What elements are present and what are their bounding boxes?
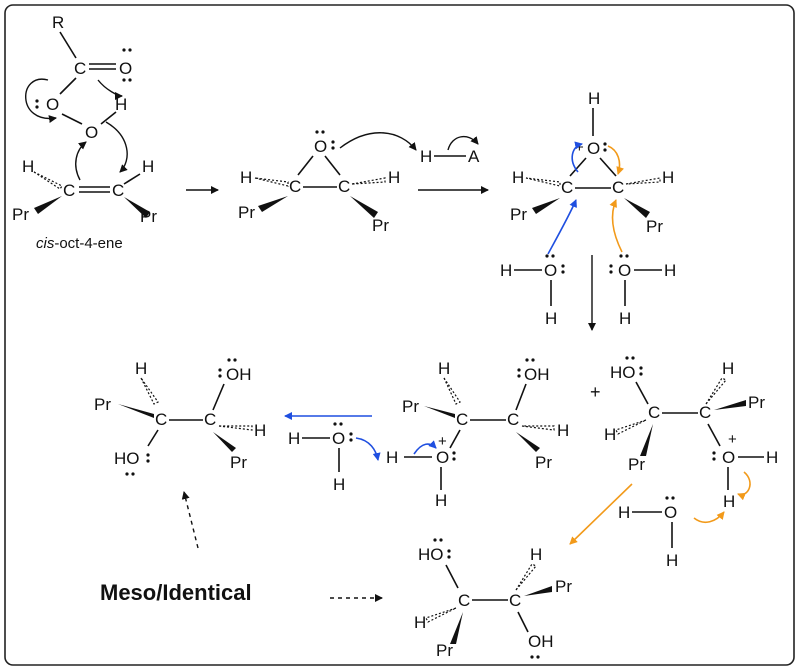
atom-c-prot-left: C (561, 178, 573, 197)
atom-c-prod1-right: C (204, 410, 216, 429)
atom-h-int2-left: H (604, 425, 616, 444)
atom-o-epoxide: O (314, 137, 327, 156)
reactant-name: cis-oct-4-ene (36, 235, 123, 252)
atom-c-int2-left: C (648, 403, 660, 422)
atom-h-int1-o-bottom: H (435, 491, 447, 510)
atom-c-epoxide-right: C (338, 177, 350, 196)
atom-h-water1-bottom: H (545, 309, 557, 328)
atom-h-epoxide-right: H (388, 168, 400, 187)
atom-c-int1-left: C (456, 410, 468, 429)
atom-ho-int2: HO (610, 363, 636, 382)
atom-h-int1-o-left: H (386, 448, 398, 467)
atom-h-acid: H (115, 95, 127, 114)
atom-ho-prod2: HO (418, 545, 444, 564)
atom-o-peroxy: O (85, 123, 98, 142)
atom-oh-prod2: OH (528, 632, 554, 651)
protonated-epoxide: H O + C C H Pr H Pr H O H O H H (500, 89, 676, 328)
atom-h-int1-top: H (438, 359, 450, 378)
plus-sign: + (590, 382, 601, 402)
atom-pr-int1-right: Pr (535, 453, 552, 472)
atom-o-carbonyl: O (119, 59, 132, 78)
water-deprotonating-left: H O H (288, 422, 381, 494)
atom-c-alkene-left: C (63, 181, 75, 200)
atom-pr-prot-left: Pr (510, 205, 527, 224)
atom-a: A (468, 147, 480, 166)
atom-h-water2-right: H (664, 261, 676, 280)
atom-c-prot-right: C (612, 178, 624, 197)
atom-pr-left: Pr (12, 205, 29, 224)
atom-c-int1-right: C (507, 410, 519, 429)
water-deprotonating: H O H (618, 496, 725, 570)
atom-c-epoxide-left: C (289, 177, 301, 196)
diol-product-left: H Pr C C OH H Pr HO (94, 358, 266, 476)
epoxide: O C C H Pr H Pr H A (238, 130, 480, 235)
atom-c-int2-right: C (699, 403, 711, 422)
atom-h-acid-ha: H (420, 147, 432, 166)
atom-h-int2-top: H (722, 359, 734, 378)
atom-pr-int2-left: Pr (628, 455, 645, 474)
atom-c-carbonyl: C (74, 59, 86, 78)
diagram-border (4, 4, 795, 666)
atom-h-water2-bottom: H (619, 309, 631, 328)
oxonium-intermediate-right: HO C C H Pr H Pr O + H H (604, 356, 778, 511)
atom-c-prod1-left: C (155, 410, 167, 429)
atom-o-water2: O (618, 261, 631, 280)
atom-oh-prod1: OH (226, 365, 252, 384)
atom-h-left: H (22, 157, 34, 176)
atom-h-prod1-top: H (135, 359, 147, 378)
atom-h-prot-right: H (662, 168, 674, 187)
atom-h-prot-left: H (512, 168, 524, 187)
atom-o-water4: O (332, 429, 345, 448)
atom-o-oxonium: O (587, 139, 600, 158)
atom-pr-prot-right: Pr (646, 217, 663, 236)
atom-c-alkene-right: C (112, 181, 124, 200)
atom-o-water1: O (544, 261, 557, 280)
atom-h-water3-bottom: H (666, 551, 678, 570)
atom-h-prod2-top: H (530, 545, 542, 564)
atom-h-water1-left: H (500, 261, 512, 280)
charge-plus-int1: + (438, 433, 447, 450)
atom-pr-int1: Pr (402, 397, 419, 416)
conclusion-label: Meso/Identical (100, 580, 252, 605)
atom-pr-int2-right: Pr (748, 393, 765, 412)
atom-pr-prod1: Pr (94, 395, 111, 414)
atom-pr-prod2-left: Pr (436, 641, 453, 660)
atom-h-water4-left: H (288, 429, 300, 448)
charge-plus-int2: + (728, 431, 737, 448)
atom-c-prod2-right: C (509, 591, 521, 610)
atom-pr-epoxide-left: Pr (238, 203, 255, 222)
atom-h-water3-left: H (618, 503, 630, 522)
atom-pr-right: Pr (140, 207, 157, 226)
atom-r: R (52, 13, 64, 32)
atom-oh-int1: OH (524, 365, 550, 384)
atom-h-int2-o-right: H (766, 448, 778, 467)
atom-o-int2: O (722, 448, 735, 467)
atom-h-water4-bottom: H (333, 475, 345, 494)
atom-pr-epoxide-right: Pr (372, 216, 389, 235)
diol-product-bottom: HO C C H Pr H Pr OH (414, 538, 572, 660)
oxonium-intermediate-left: H Pr C C OH H Pr O + H H (386, 358, 569, 510)
atom-ho-prod1: HO (114, 449, 140, 468)
atom-h-epoxide-left: H (240, 168, 252, 187)
atom-o-ester: O (46, 95, 59, 114)
atom-h-prod1-right: H (254, 421, 266, 440)
atom-h-prod2-left: H (414, 613, 426, 632)
atom-o-int1: O (436, 448, 449, 467)
atom-pr-prod2-right: Pr (555, 577, 572, 596)
atom-h-int2-o-bottom: H (723, 492, 735, 511)
atom-h-oxonium: H (588, 89, 600, 108)
atom-h-right: H (142, 157, 154, 176)
atom-o-water3: O (664, 503, 677, 522)
atom-c-prod2-left: C (458, 591, 470, 610)
atom-h-int1-right: H (557, 421, 569, 440)
atom-pr-prod1-right: Pr (230, 453, 247, 472)
peracid-and-alkene: R C O O O H C C H Pr H Pr cis-oct-4-ene (12, 13, 157, 252)
